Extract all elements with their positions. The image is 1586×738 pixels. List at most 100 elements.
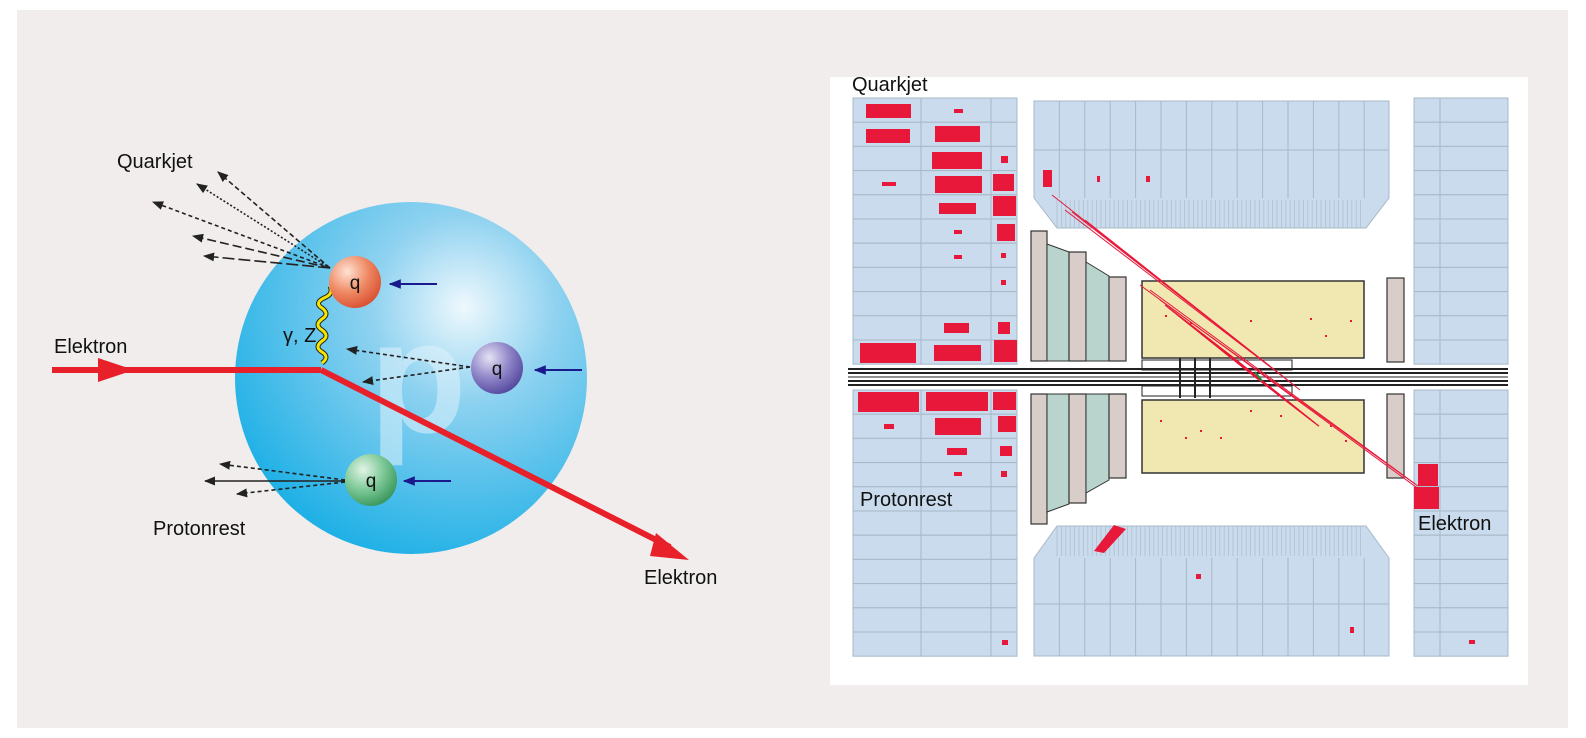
energy-deposit bbox=[944, 323, 969, 333]
energy-deposit bbox=[934, 345, 981, 361]
energy-deposit bbox=[1094, 525, 1126, 553]
tracker-hit bbox=[1325, 335, 1327, 337]
energy-deposit bbox=[866, 104, 911, 118]
energy-deposit bbox=[1001, 156, 1008, 163]
calo-cell-right bbox=[1413, 291, 1441, 317]
incoming-electron-label: Elektron bbox=[54, 336, 127, 358]
protonrest-label: Protonrest bbox=[153, 518, 246, 540]
calo-cell-right bbox=[1439, 121, 1509, 147]
calo-cell-right bbox=[1439, 413, 1509, 439]
energy-deposit bbox=[993, 392, 1016, 410]
energy-deposit bbox=[935, 126, 980, 142]
tracker-hit bbox=[1250, 320, 1252, 322]
vertex-track bbox=[1254, 371, 1263, 382]
calo-cell-left bbox=[920, 291, 992, 317]
electron-path bbox=[52, 358, 689, 560]
energy-deposit bbox=[884, 424, 894, 429]
forward-plate bbox=[1108, 393, 1127, 479]
quark-middle: q bbox=[471, 342, 523, 394]
calo-cell-right bbox=[1439, 170, 1509, 196]
calo-cell-left bbox=[852, 291, 922, 317]
quark-bottom: q bbox=[345, 454, 397, 506]
calo-cell-right bbox=[1413, 339, 1441, 365]
central-tracker-lower bbox=[1141, 399, 1365, 474]
backward-plate bbox=[1386, 393, 1405, 479]
quark-bottom-label: q bbox=[366, 471, 377, 492]
energy-deposit bbox=[954, 230, 962, 234]
tracker-hit bbox=[1200, 430, 1202, 432]
calo-cell-right bbox=[1439, 218, 1509, 244]
energy-deposit bbox=[994, 340, 1017, 362]
calo-cell-left bbox=[990, 607, 1018, 633]
particle-track bbox=[1084, 219, 1301, 391]
calo-cell-left bbox=[920, 534, 992, 560]
calo-cell-right bbox=[1413, 218, 1441, 244]
quarkjet-tracks bbox=[151, 171, 331, 269]
energy-deposit bbox=[1418, 464, 1438, 486]
calo-cell-right bbox=[1413, 242, 1441, 268]
calo-cell-right bbox=[1413, 121, 1441, 147]
calo-cell-right bbox=[1413, 315, 1441, 341]
calo-cell-right bbox=[1439, 145, 1509, 172]
calo-cell-right bbox=[1439, 242, 1509, 268]
calo-cell-right bbox=[1413, 170, 1441, 196]
energy-deposit bbox=[954, 255, 962, 259]
tracker-hit bbox=[1190, 322, 1192, 324]
energy-deposit bbox=[954, 472, 962, 476]
tracker-hit bbox=[1160, 420, 1162, 422]
calo-cell-right bbox=[1439, 510, 1509, 536]
forward-chamber bbox=[1046, 243, 1070, 362]
energy-deposit bbox=[998, 322, 1010, 334]
exchange-label: γ, Z bbox=[283, 325, 316, 347]
energy-deposit bbox=[1043, 170, 1052, 187]
calo-cell-right bbox=[1439, 266, 1509, 293]
calo-cell-left bbox=[852, 583, 922, 609]
energy-deposit bbox=[1097, 176, 1100, 182]
forward-chamber bbox=[1085, 261, 1110, 362]
energy-deposit bbox=[954, 109, 963, 113]
calo-cell-right bbox=[1439, 315, 1509, 341]
energy-deposit bbox=[866, 129, 910, 143]
tracker-hit bbox=[1185, 437, 1187, 439]
energy-deposit bbox=[1001, 253, 1006, 258]
energy-deposit bbox=[993, 196, 1016, 216]
quark-top-label: q bbox=[350, 273, 361, 294]
forward-plate bbox=[1068, 251, 1087, 362]
calo-cell-left bbox=[852, 315, 922, 341]
calo-cell-right bbox=[1413, 145, 1441, 172]
calo-cell-right bbox=[1439, 534, 1509, 560]
detector-event-display: Quarkjet Protonrest Elektron bbox=[830, 74, 1528, 685]
energy-deposit bbox=[947, 448, 967, 455]
forward-chamber bbox=[1085, 393, 1110, 494]
particle-track bbox=[1248, 371, 1320, 427]
calo-cell-left bbox=[920, 558, 992, 585]
energy-deposit bbox=[1146, 176, 1150, 182]
tracker-hit bbox=[1220, 437, 1222, 439]
calo-cell-right bbox=[1413, 534, 1441, 560]
calo-cell-left bbox=[852, 218, 922, 244]
calo-cell-right bbox=[1439, 194, 1509, 220]
calo-cell-right bbox=[1413, 510, 1441, 536]
calo-cell-right bbox=[1439, 389, 1509, 415]
calo-cell-left bbox=[852, 462, 922, 488]
calo-cell-left bbox=[852, 510, 922, 536]
calo-cell-left bbox=[990, 510, 1018, 536]
calo-cell-left bbox=[990, 97, 1018, 123]
energy-deposit bbox=[939, 203, 976, 214]
forward-plate bbox=[1068, 393, 1087, 504]
calo-cell-left bbox=[990, 291, 1018, 317]
energy-deposit bbox=[1350, 627, 1354, 633]
calo-cell-right bbox=[1413, 413, 1441, 439]
energy-deposit bbox=[1469, 640, 1475, 644]
quark-top: q bbox=[329, 256, 381, 308]
calo-cell-right bbox=[1439, 486, 1509, 512]
calo-cell-left bbox=[990, 558, 1018, 585]
calo-cell-left bbox=[852, 607, 922, 633]
energy-deposit bbox=[1001, 280, 1006, 285]
proton-sphere bbox=[235, 202, 587, 554]
energy-deposit bbox=[926, 392, 988, 411]
calo-cell-right bbox=[1439, 97, 1509, 123]
calo-cell-right bbox=[1413, 583, 1441, 609]
calo-cell-left bbox=[852, 145, 922, 172]
